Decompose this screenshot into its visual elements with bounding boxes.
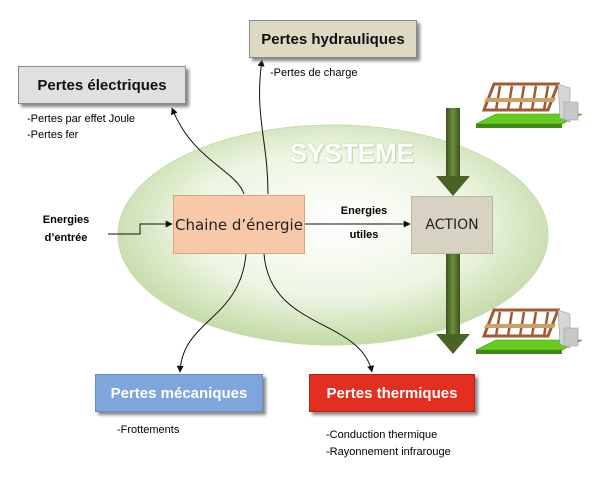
action-box: ACTION bbox=[411, 196, 493, 254]
useful-energy-label: Energies utiles bbox=[334, 199, 394, 247]
energy-chain-box: Chaine d’énergie bbox=[173, 195, 305, 254]
electrical-loss-arrow bbox=[170, 107, 245, 195]
thermal-loss-arrow bbox=[263, 253, 375, 373]
thermal-loss-item: -Conduction thermique bbox=[326, 429, 438, 441]
hydraulic-losses-list: -Pertes de charge bbox=[270, 66, 357, 80]
input-energy-label: Energies d’entrée bbox=[36, 211, 96, 247]
system-label: SYSTEME bbox=[289, 137, 415, 168]
mechanical-losses-box: Pertes mécaniques bbox=[95, 374, 263, 412]
sliding-gate-icon bbox=[475, 82, 583, 128]
hydraulic-loss-arrow bbox=[257, 59, 269, 195]
action-input-arrow bbox=[436, 108, 470, 196]
hydraulic-loss-item: -Pertes de charge bbox=[270, 67, 358, 79]
thermal-losses-list: -Conduction thermique -Rayonnement infra… bbox=[326, 428, 451, 459]
sliding-gate-icon bbox=[475, 308, 583, 354]
electrical-loss-item: -Pertes fer bbox=[27, 129, 79, 141]
mechanical-loss-item: -Frottements bbox=[117, 424, 180, 436]
useful-energy-line1: Energies bbox=[340, 205, 388, 217]
thermal-losses-box: Pertes thermiques bbox=[309, 374, 475, 412]
useful-energy-line2: utiles bbox=[349, 229, 379, 241]
input-energy-line2: d’entrée bbox=[44, 232, 88, 244]
thermal-loss-item: -Rayonnement infrarouge bbox=[326, 446, 451, 458]
input-energy-line1: Energies bbox=[42, 214, 90, 226]
electrical-loss-item: -Pertes par effet Joule bbox=[27, 113, 136, 125]
mechanical-losses-list: -Frottements bbox=[117, 423, 179, 437]
hydraulic-losses-box: Pertes hydrauliques bbox=[249, 20, 417, 58]
electrical-losses-box: Pertes électriques bbox=[18, 66, 186, 104]
input-arrow bbox=[108, 220, 173, 235]
electrical-losses-list: -Pertes par effet Joule -Pertes fer bbox=[27, 112, 135, 142]
mechanical-loss-arrow bbox=[176, 253, 247, 373]
action-output-arrow bbox=[436, 254, 470, 354]
